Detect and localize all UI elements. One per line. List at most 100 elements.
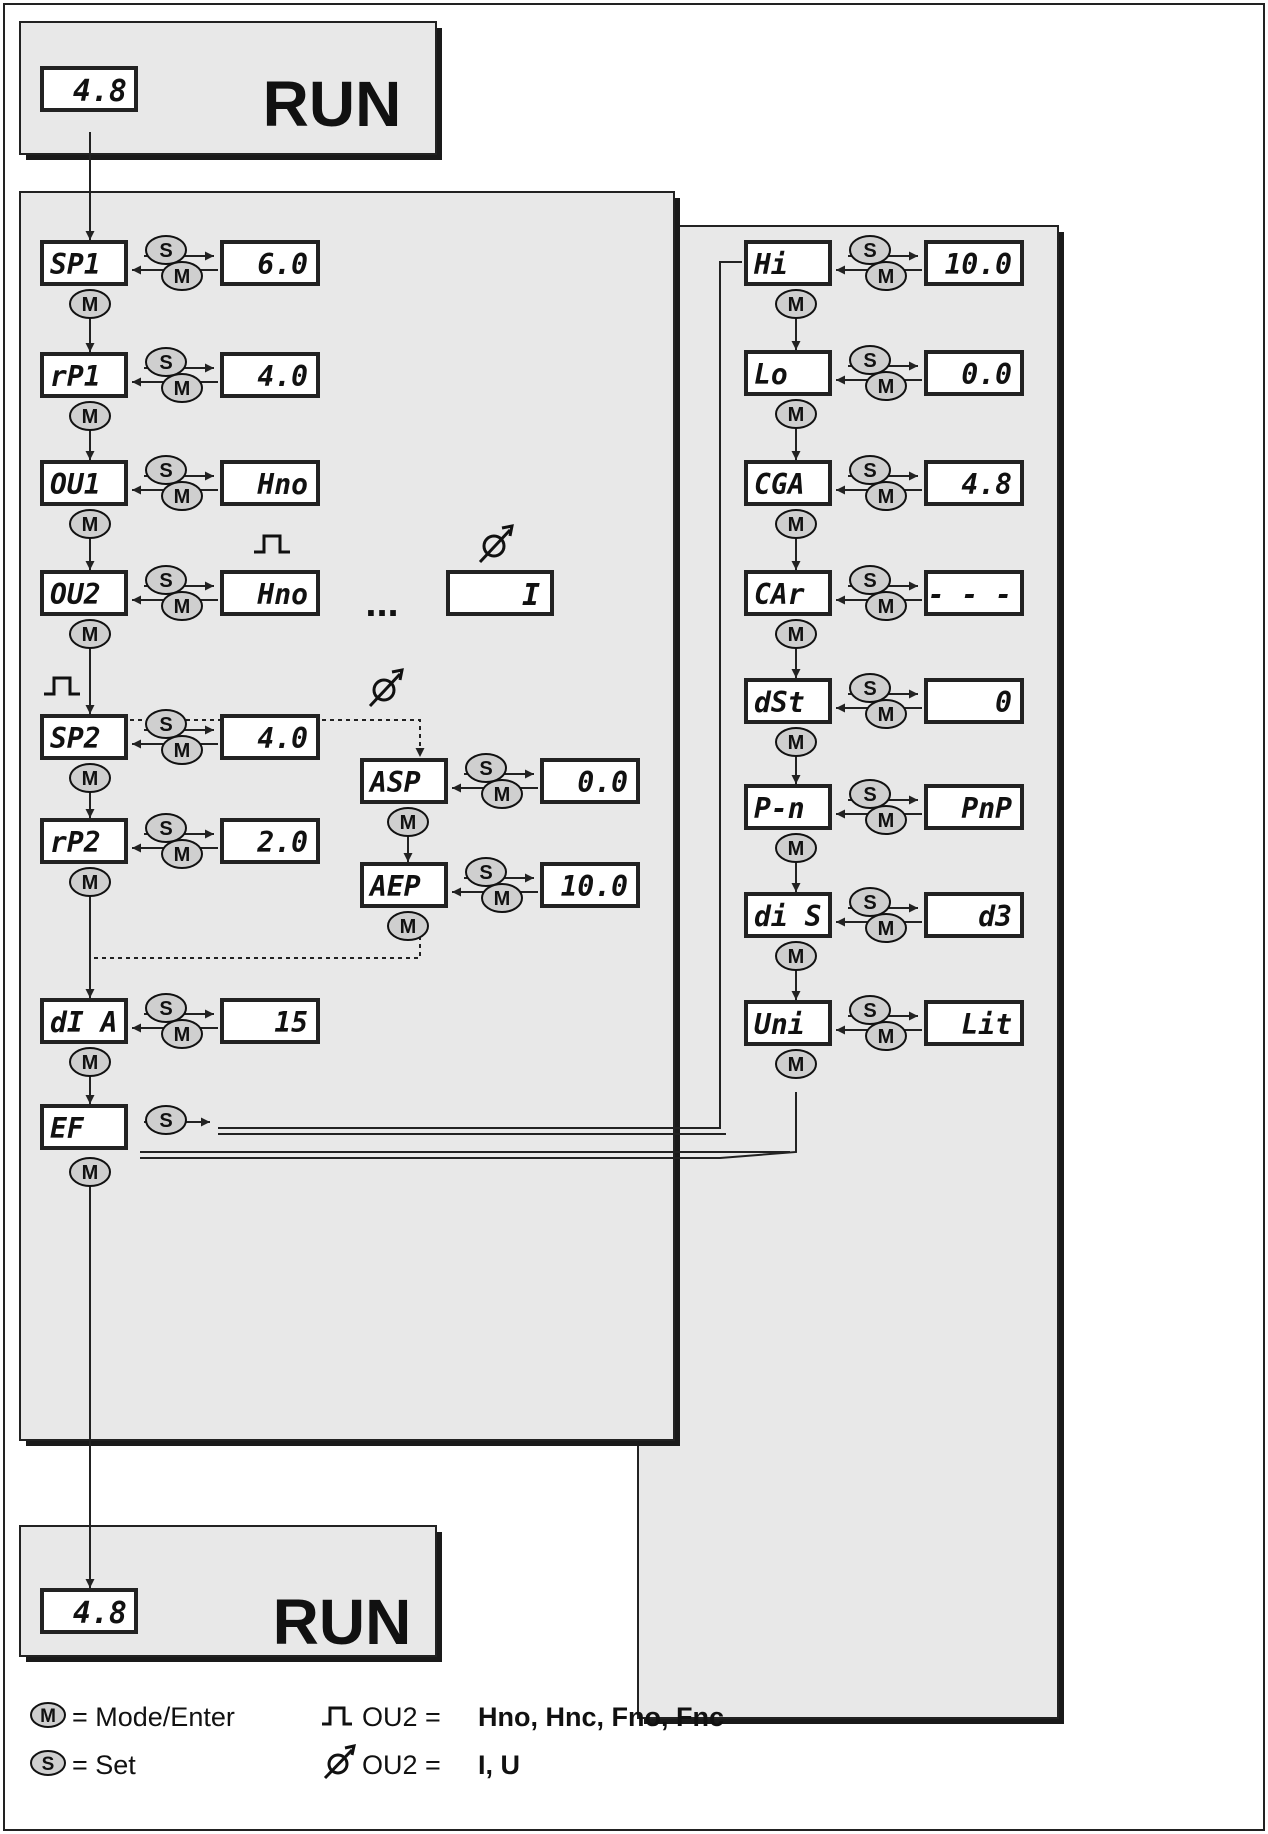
rp1-next-button[interactable] [69, 401, 111, 431]
dst-mode-button[interactable] [865, 699, 907, 729]
dst-value: 0 [995, 686, 1012, 719]
pn-mode-button[interactable] [865, 805, 907, 835]
dst-set-button[interactable] [849, 673, 891, 703]
cga-next-button[interactable] [775, 509, 817, 539]
ou1-value-display [220, 460, 320, 506]
asp-set-button[interactable] [465, 753, 507, 783]
legend-set-button-icon [30, 1750, 66, 1776]
rp1-value-display [220, 352, 320, 398]
dia-next-button[interactable] [69, 1047, 111, 1077]
dis-set-button[interactable] [849, 887, 891, 917]
cga-value-display [924, 460, 1024, 506]
run-bottom-display-value: 4.8 [73, 1596, 127, 1631]
pn-code: P-n [754, 792, 805, 825]
rp1-mode-button[interactable] [161, 373, 203, 403]
cga-value: 4.8 [961, 468, 1012, 501]
asp-mode-button[interactable] [481, 779, 523, 809]
lo-set-button[interactable] [849, 345, 891, 375]
sp2-set-button[interactable] [145, 709, 187, 739]
sp1-mode-button[interactable] [161, 261, 203, 291]
cga-code: CGA [754, 468, 805, 501]
dis-value-display [924, 892, 1024, 938]
cga-mode-button[interactable] [865, 481, 907, 511]
rp2-set-button[interactable] [145, 813, 187, 843]
dis-next-button[interactable] [775, 941, 817, 971]
asp-next-button[interactable] [387, 807, 429, 837]
rp2-next-button[interactable] [69, 867, 111, 897]
aep-mode-button[interactable] [481, 883, 523, 913]
ef-to-hi-line [218, 261, 742, 1129]
car-next-button[interactable] [775, 619, 817, 649]
analog-icon [478, 524, 514, 564]
asp-next-button-label: M [400, 812, 417, 834]
pn-set-button[interactable] [849, 779, 891, 809]
rp2-set-button-label: S [159, 818, 172, 840]
legend-mode-letter: M [40, 1706, 56, 1727]
lo-next-button[interactable] [775, 399, 817, 429]
dis-mode-button[interactable] [865, 913, 907, 943]
legend-mode-text: = Mode/Enter [72, 1702, 235, 1732]
run-bottom-display [40, 1588, 138, 1634]
uni-mode-button[interactable] [865, 1021, 907, 1051]
pn-value: PnP [961, 792, 1012, 825]
aep-set-button-label: S [479, 862, 492, 884]
dst-next-button-label: M [788, 732, 805, 754]
dst-next-button[interactable] [775, 727, 817, 757]
hi-mode-button[interactable] [865, 261, 907, 291]
uni-value-display [924, 1000, 1024, 1046]
asp-set-button-label: S [479, 758, 492, 780]
lo-value-display [924, 350, 1024, 396]
dia-value-display [220, 998, 320, 1044]
lo-mode-button[interactable] [865, 371, 907, 401]
ou2-code-display [40, 570, 128, 616]
ou1-set-button[interactable] [145, 455, 187, 485]
uni-set-button-label: S [863, 1000, 876, 1022]
car-mode-button[interactable] [865, 591, 907, 621]
legend-pulse-prefix: OU2 = [362, 1702, 441, 1732]
rp2-mode-button[interactable] [161, 839, 203, 869]
hi-set-button[interactable] [849, 235, 891, 265]
dia-set-button[interactable] [145, 993, 187, 1023]
aep-next-button[interactable] [387, 911, 429, 941]
pn-next-button[interactable] [775, 833, 817, 863]
aep-code-display [360, 862, 448, 908]
pn-set-button-label: S [863, 784, 876, 806]
car-set-button[interactable] [849, 565, 891, 595]
sp2-next-button[interactable] [69, 763, 111, 793]
ou1-mode-button-label: M [174, 486, 191, 508]
rp2-value-display [220, 818, 320, 864]
car-set-button-label: S [863, 570, 876, 592]
cga-mode-button-label: M [878, 486, 895, 508]
hi-value-display [924, 240, 1024, 286]
ou2-next-button[interactable] [69, 619, 111, 649]
ou1-code-display [40, 460, 128, 506]
ou1-next-button[interactable] [69, 509, 111, 539]
uni-next-button[interactable] [775, 1049, 817, 1079]
dia-code-display [40, 998, 128, 1044]
sp2-mode-button[interactable] [161, 735, 203, 765]
ou1-mode-button[interactable] [161, 481, 203, 511]
run-panel-bottom [19, 1525, 442, 1662]
ef-set-button[interactable] [145, 1105, 187, 1135]
legend-set-letter: S [42, 1754, 55, 1775]
hi-next-button[interactable] [775, 289, 817, 319]
sp1-next-button[interactable] [69, 289, 111, 319]
rp1-set-button[interactable] [145, 347, 187, 377]
uni-value: Lit [961, 1008, 1012, 1041]
dst-set-button-label: S [863, 678, 876, 700]
cga-set-button[interactable] [849, 455, 891, 485]
sp1-set-button[interactable] [145, 235, 187, 265]
asp-value: 0.0 [577, 766, 628, 799]
pn-code-display [744, 784, 832, 830]
rp2-value: 2.0 [256, 826, 308, 859]
aep-set-button[interactable] [465, 857, 507, 887]
dia-mode-button[interactable] [161, 1019, 203, 1049]
lo-value: 0.0 [961, 358, 1012, 391]
sp2-value-display [220, 714, 320, 760]
uni-return-line [140, 1092, 797, 1159]
ou2-set-button[interactable] [145, 565, 187, 595]
ef-next-button[interactable] [69, 1157, 111, 1187]
ou2-mode-button[interactable] [161, 591, 203, 621]
uni-set-button[interactable] [849, 995, 891, 1025]
